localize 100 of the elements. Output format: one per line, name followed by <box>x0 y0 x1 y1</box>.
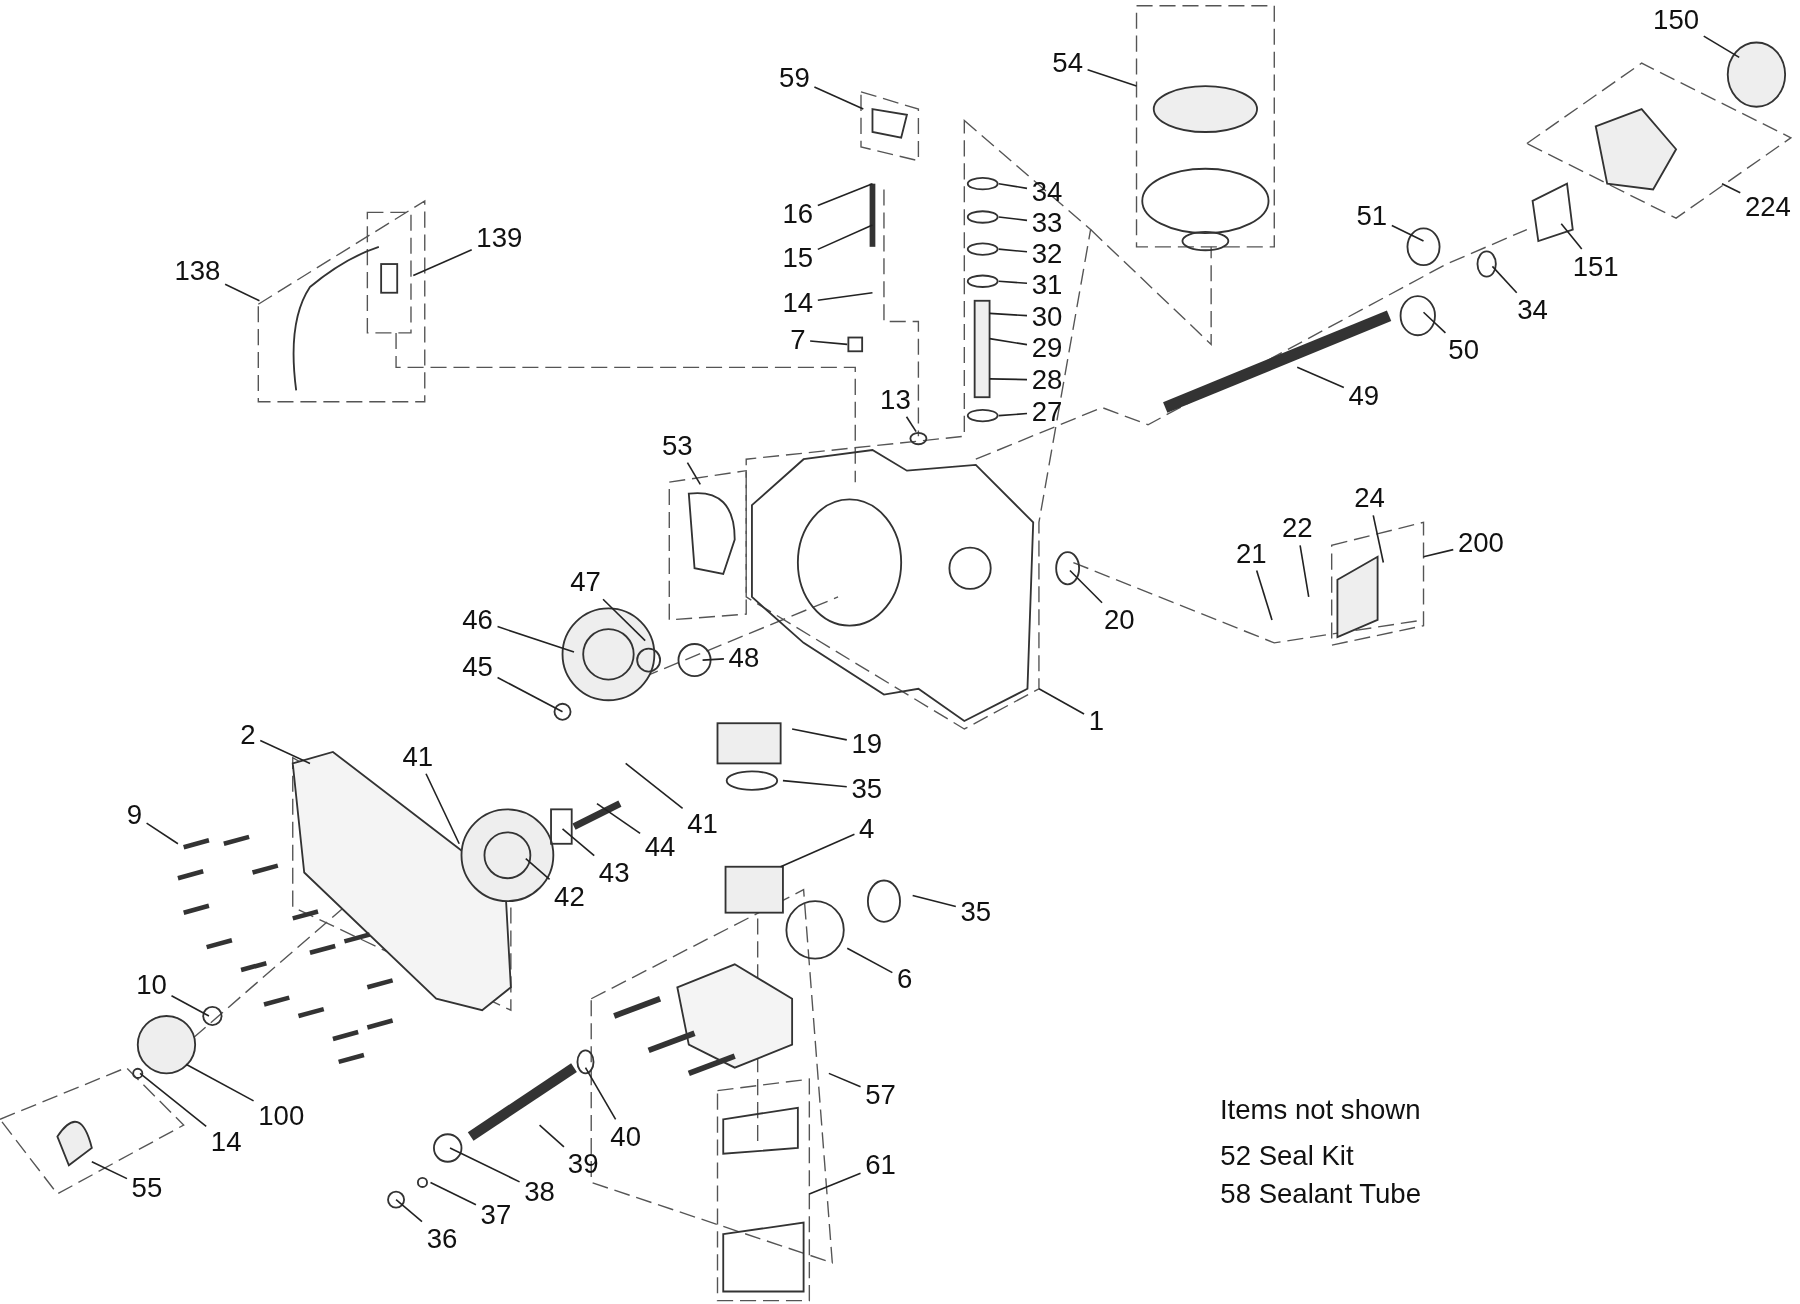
callout-number: 14 <box>208 1127 244 1158</box>
callout-number: 36 <box>424 1223 460 1254</box>
leader-line <box>1422 311 1447 334</box>
leader-line <box>139 1072 207 1128</box>
callout-number: 57 <box>862 1080 899 1111</box>
callout-number: 54 <box>1049 48 1086 79</box>
leader-line <box>1391 224 1425 242</box>
note-text: 52 Seal Kit <box>1220 1139 1354 1173</box>
leader-line <box>997 182 1028 190</box>
callout-number: 39 <box>565 1149 601 1179</box>
leader-line <box>1422 548 1455 558</box>
leader-line <box>701 658 725 661</box>
callout-number: 38 <box>521 1176 558 1207</box>
leader-line <box>170 994 210 1017</box>
callout-number: 29 <box>1029 332 1065 363</box>
callout-number: 139 <box>474 222 525 253</box>
leader-line <box>808 1172 862 1195</box>
callout-number: 138 <box>172 256 223 286</box>
callout-number: 42 <box>551 881 588 912</box>
callout-number: 200 <box>1455 528 1507 558</box>
callout-number: 15 <box>780 243 816 274</box>
callout-number: 53 <box>659 430 695 461</box>
callout-number: 22 <box>1279 513 1315 543</box>
leader-line <box>1255 569 1273 621</box>
leader-line <box>997 248 1028 253</box>
callout-number: 13 <box>877 384 914 415</box>
leader-line <box>817 291 874 302</box>
callout-number: 44 <box>642 832 678 863</box>
callout-number: 24 <box>1351 483 1388 514</box>
callout-number: 20 <box>1101 605 1137 635</box>
leader-line <box>686 461 702 486</box>
leader-line <box>988 378 1028 381</box>
leader-line <box>997 216 1028 222</box>
leader-line <box>185 1063 255 1102</box>
callout-number: 30 <box>1029 301 1065 332</box>
callout-number: 45 <box>459 652 496 682</box>
leader-line <box>395 1198 423 1223</box>
callout-number: 28 <box>1029 365 1065 395</box>
leader-line <box>828 1072 862 1088</box>
callout-number: 10 <box>133 970 170 1000</box>
callout-number: 21 <box>1233 538 1269 569</box>
leader-line <box>817 224 874 251</box>
callout-number: 14 <box>780 288 816 318</box>
leader-line <box>1296 366 1345 389</box>
leader-line <box>905 415 917 433</box>
callout-number: 59 <box>776 63 813 93</box>
leader-line <box>1038 688 1085 715</box>
callout-number: 224 <box>1742 191 1794 222</box>
leader-line <box>997 280 1028 285</box>
leader-line <box>997 412 1028 417</box>
callout-number: 150 <box>1650 4 1702 35</box>
leader-line <box>449 1147 521 1183</box>
callout-number: 100 <box>255 1100 307 1131</box>
callout-number: 9 <box>124 800 145 830</box>
callout-number: 151 <box>1570 251 1622 282</box>
callout-number: 2 <box>238 719 258 750</box>
callout-number: 50 <box>1446 335 1482 366</box>
callout-number: 46 <box>459 605 496 635</box>
callout-number: 47 <box>567 567 604 597</box>
leader-line <box>1069 569 1103 604</box>
leader-line <box>1299 544 1310 598</box>
leader-line <box>911 894 957 908</box>
leader-line <box>538 1124 565 1148</box>
callout-number: 35 <box>849 773 885 804</box>
leader-line <box>813 86 865 110</box>
callout-number: 41 <box>400 741 436 772</box>
leader-line <box>988 312 1028 317</box>
leader-line <box>91 1160 128 1180</box>
leader-line <box>846 947 894 974</box>
leader-line <box>782 779 848 788</box>
callout-number: 43 <box>596 857 632 888</box>
leader-line <box>496 676 564 713</box>
leader-line <box>224 283 261 302</box>
leader-line <box>429 1181 477 1206</box>
callout-number: 7 <box>787 324 808 355</box>
callout-number: 61 <box>862 1150 899 1181</box>
callout-number: 19 <box>849 729 885 759</box>
callout-number: 6 <box>894 964 915 995</box>
callout-number: 41 <box>684 809 721 840</box>
leader-line <box>779 833 856 868</box>
leader-line <box>524 857 551 881</box>
callout-number: 4 <box>856 813 877 844</box>
callout-number: 32 <box>1029 238 1065 269</box>
leader-line <box>988 337 1028 346</box>
leader-line <box>496 625 575 653</box>
callout-number: 34 <box>1514 295 1551 325</box>
leader-line <box>259 739 311 765</box>
leader-line <box>1560 223 1583 250</box>
callout-number: 31 <box>1029 269 1065 300</box>
note-heading: Items not shown <box>1219 1094 1421 1127</box>
leader-line <box>1721 182 1742 194</box>
leader-line <box>809 340 849 346</box>
callout-number: 40 <box>607 1121 644 1152</box>
callout-number: 51 <box>1354 200 1390 231</box>
leader-line <box>1491 265 1518 294</box>
callout-number: 27 <box>1029 397 1065 428</box>
leader-line <box>412 249 473 277</box>
leader-line <box>791 728 848 741</box>
callout-number: 34 <box>1029 176 1065 207</box>
callout-number: 16 <box>780 198 816 229</box>
